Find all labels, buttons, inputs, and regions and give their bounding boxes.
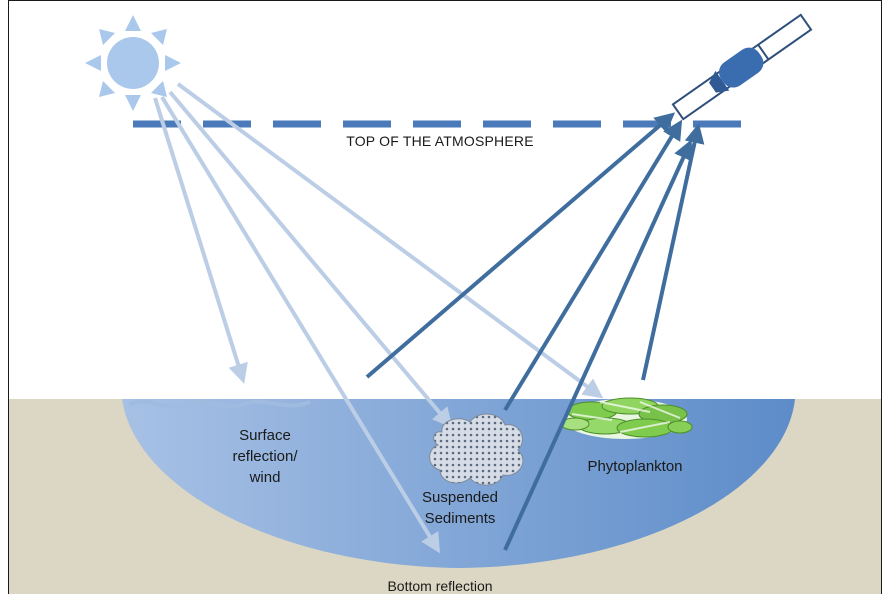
incoming-ray-phyto — [178, 84, 600, 396]
suspended-sediments-line-2: Sediments — [390, 508, 530, 529]
surface-reflection-line-1: Surface — [195, 425, 335, 446]
reflected-ray-phyto — [643, 127, 698, 380]
satellite-icon — [670, 11, 814, 123]
suspended-sediments-label: Suspended Sediments — [390, 487, 530, 529]
incoming-ray-surface — [155, 98, 243, 380]
surface-reflection-line-3: wind — [195, 467, 335, 488]
sediment-cloud-icon — [430, 414, 523, 485]
bottom-reflection-label: Bottom reflection — [340, 578, 540, 594]
reflected-ray-sediment — [505, 123, 680, 410]
surface-reflection-label: Surface reflection/ wind — [195, 425, 335, 488]
phytoplankton-label: Phytoplankton — [555, 458, 715, 475]
surface-reflection-line-2: reflection/ — [195, 446, 335, 467]
suspended-sediments-line-1: Suspended — [390, 487, 530, 508]
top-of-atmosphere-label: TOP OF THE ATMOSPHERE — [300, 133, 580, 149]
sun-icon — [85, 15, 181, 111]
